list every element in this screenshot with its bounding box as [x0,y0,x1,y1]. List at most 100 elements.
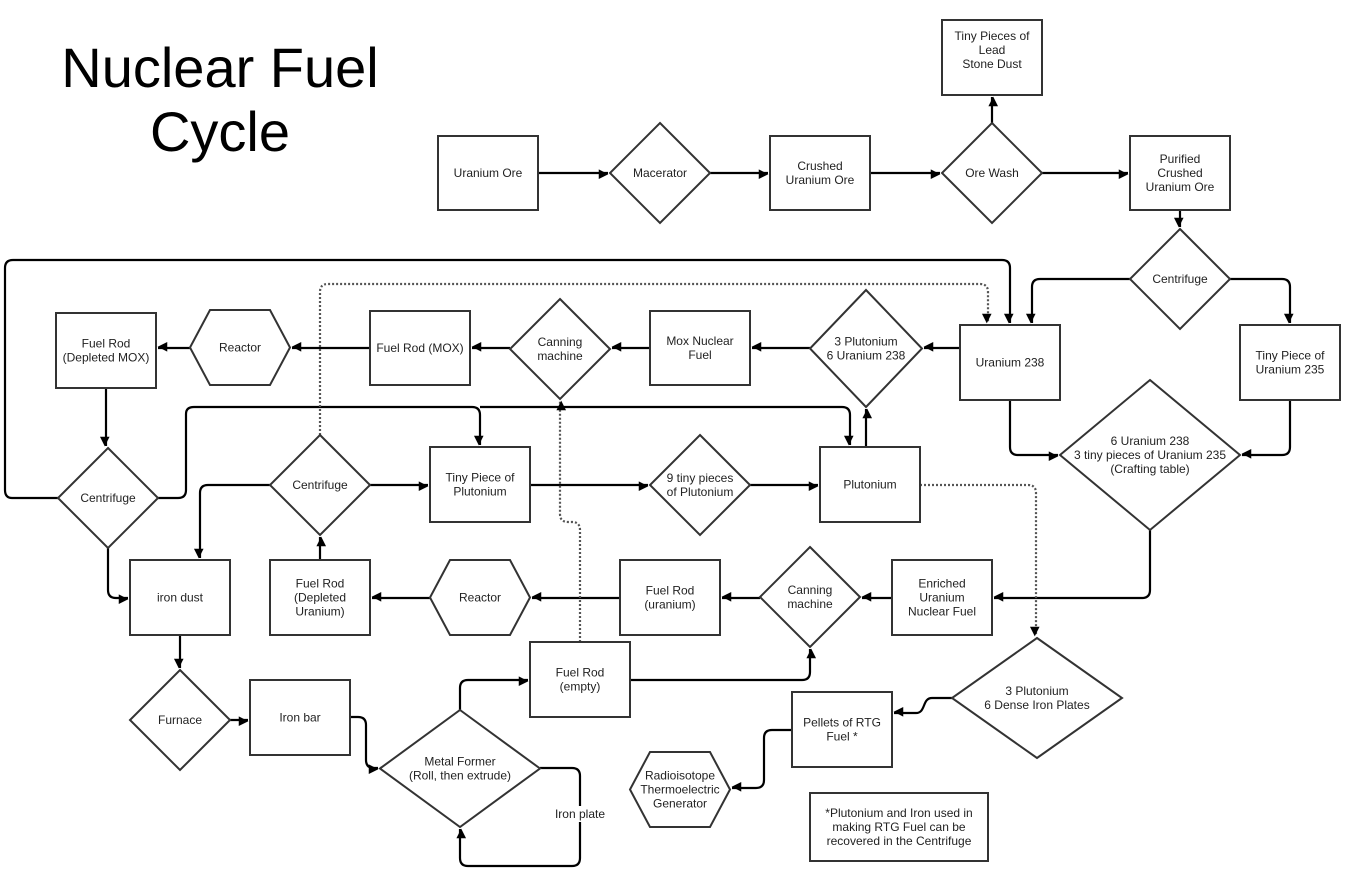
diamond-shape [648,433,752,537]
diamond-shape [268,433,372,537]
rect-shape [619,559,721,636]
edge-iron-bar-to-metal-former [350,715,379,775]
node-label-line: Reactor [459,591,501,605]
node-label-line: machine [787,597,833,611]
node-centrifuge-mid[interactable]: Centrifuge [268,433,372,537]
edge-metal-former-to-fuel-rod-empty [458,676,529,710]
node-ore-wash[interactable]: Ore Wash [940,121,1044,225]
rect-shape [819,446,921,523]
edge-label-background [552,806,608,822]
node-label-line: 3 Plutonium [1005,684,1068,698]
node-label-line: Fuel Rod [82,337,131,351]
node-fuel-rod-depleted-mox[interactable]: Fuel Rod(Depleted MOX) [55,312,157,389]
node-label-line: Radioisotope [645,769,715,783]
node-label-line: Stone Dust [962,57,1022,71]
node-label-line: 3 Plutonium [834,335,897,349]
diamond-shape [1058,378,1242,532]
node-label-line: Canning [788,583,833,597]
node-reactor-uranium[interactable]: Reactor [428,559,532,636]
node-metal-former[interactable]: Metal Former(Roll, then extrude) [378,708,542,829]
node-iron-dust[interactable]: iron dust [129,559,231,636]
node-reactor-mox[interactable]: Reactor [188,309,292,386]
node-macerator[interactable]: Macerator [608,121,712,225]
node-label-line: Plutonium [453,485,506,499]
node-label-line: (uranium) [644,598,695,612]
node-fuel-rod-mox[interactable]: Fuel Rod (MOX) [369,310,471,386]
node-label-line: Uranium 235 [1256,363,1325,377]
node-label-line: Centrifuge [80,491,136,505]
node-label-line: *Plutonium and Iron used in [825,806,972,820]
diamond-shape [56,446,160,550]
diamond-shape [940,121,1044,225]
node-uranium-238[interactable]: Uranium 238 [959,324,1061,401]
node-iron-bar[interactable]: Iron bar [249,679,351,756]
edge-centrifuge-left-to-iron-dust [106,548,129,605]
node-label-line: Macerator [633,166,687,180]
node-label-line: Tiny Piece of [1256,349,1326,363]
node-label-line: iron dust [157,591,204,605]
diamond-shape [378,708,542,829]
node-label-line: Generator [653,797,707,811]
node-label-line: Fuel * [826,730,858,744]
node-label-line: Uranium Ore [454,166,523,180]
node-label-line: 6 Dense Iron Plates [984,698,1089,712]
rect-shape [959,324,1061,401]
node-uranium-ore[interactable]: Uranium Ore [437,135,539,211]
edge-centrifuge-top-to-uranium-238 [1025,277,1130,324]
rect-shape [1239,324,1341,401]
node-label-line: (Depleted MOX) [63,351,150,365]
node-centrifuge-top[interactable]: Centrifuge [1128,227,1232,331]
node-plutonium[interactable]: Plutonium [819,446,921,523]
node-label-line: making RTG Fuel can be [832,820,965,834]
node-label-line: Enriched [918,577,965,591]
node-label-line: 6 Uranium 238 [827,349,906,363]
edge-centrifuge-left-to-plutonium [480,405,854,446]
node-label-line: of Plutonium [667,485,734,499]
node-label-line: Tiny Pieces of [955,29,1031,43]
node-label-line: (Crafting table) [1110,462,1189,476]
node-furnace[interactable]: Furnace [128,668,232,772]
node-label-line: Lead [979,43,1006,57]
rect-shape [529,641,631,718]
edge-centrifuge-left-to-tiny-plutonium [158,405,484,500]
node-label-line: (empty) [560,680,601,694]
node-label-line: Uranium Ore [786,173,855,187]
rect-shape [891,559,993,636]
node-label-line: Canning [538,335,583,349]
edge-uranium-238-to-crafting-enriched [1008,400,1059,462]
node-fuel-rod-uranium[interactable]: Fuel Rod(uranium) [619,559,721,636]
hexagon-shape [428,559,532,636]
edge-crafting-enriched-to-enriched-uranium-fuel [993,530,1152,602]
hexagon-shape [188,309,292,386]
node-label-line: Fuel Rod [646,584,695,598]
diamond-shape [608,121,712,225]
node-fuel-rod-empty[interactable]: Fuel Rod(empty) [529,641,631,718]
rect-shape [649,310,751,386]
node-label-line: Mox Nuclear [666,334,733,348]
node-label-line: Metal Former [424,755,495,769]
rect-shape [429,446,531,523]
node-label-line: Plutonium [843,478,896,492]
node-label-line: Centrifuge [1152,272,1208,286]
node-centrifuge-left[interactable]: Centrifuge [56,446,160,550]
diamond-shape [758,545,862,649]
